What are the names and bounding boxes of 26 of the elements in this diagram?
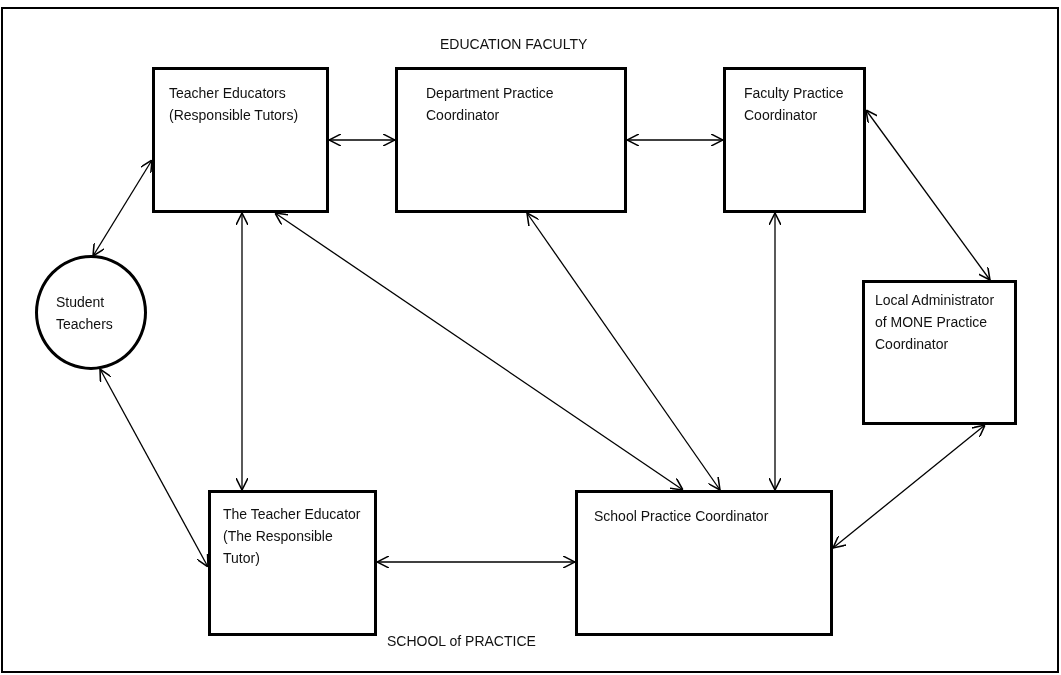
role-box [862,280,1017,425]
node-label: Student Teachers [56,292,114,334]
role-box [208,490,377,636]
node-label: School Practice Coordinator [594,507,770,526]
section-heading: EDUCATION FACULTY [440,36,588,52]
node-label: Teacher Educators (Responsible Tutors) [169,84,300,125]
role-box [723,67,866,213]
double-arrow [376,555,576,569]
node-label: Local Administrator of MONE Practice Coordinator [875,291,996,354]
double-arrow [328,133,396,147]
double-arrow [865,109,991,281]
double-arrow [526,212,721,491]
double-arrow [92,159,153,257]
node-label: The Teacher Educator (The Responsible Tutor) [223,505,362,568]
double-arrow [274,212,684,491]
role-box [395,67,627,213]
double-arrow [832,424,986,549]
double-arrow [626,133,724,147]
node-label: Faculty Practice Coordinator [744,84,845,125]
double-arrow [99,368,209,568]
double-arrow [768,212,782,491]
role-box [152,67,329,213]
double-arrow [235,212,249,491]
node-label: Department Practice Coordinator [426,84,555,125]
section-heading: SCHOOL of PRACTICE [387,633,536,649]
role-box [575,490,833,636]
